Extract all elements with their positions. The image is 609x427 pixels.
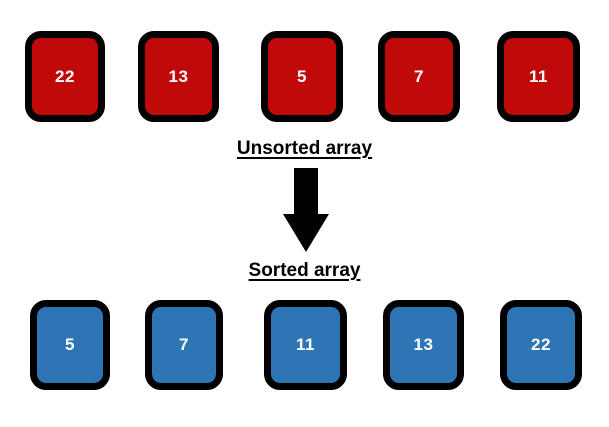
array-box-value: 5: [297, 66, 307, 86]
array-box-sorted-2[interactable]: 11: [264, 300, 347, 390]
sorted-array-label: Sorted array: [248, 260, 361, 281]
array-box-value: 7: [414, 66, 424, 86]
array-box-value: 22: [531, 335, 551, 354]
down-arrow-icon: [283, 168, 329, 252]
array-box-sorted-4[interactable]: 22: [500, 300, 582, 390]
array-box-unsorted-2[interactable]: 5: [261, 31, 343, 122]
array-box-sorted-3[interactable]: 13: [383, 300, 464, 390]
array-box-value: 7: [179, 335, 189, 354]
array-box-unsorted-1[interactable]: 13: [138, 31, 219, 122]
array-box-sorted-1[interactable]: 7: [145, 300, 223, 390]
array-box-value: 5: [65, 335, 75, 354]
array-box-unsorted-4[interactable]: 11: [497, 31, 580, 122]
array-box-value: 22: [55, 66, 75, 86]
array-box-value: 11: [296, 335, 315, 354]
array-box-unsorted-3[interactable]: 7: [378, 31, 460, 122]
array-box-unsorted-0[interactable]: 22: [25, 31, 105, 122]
array-box-value: 13: [168, 66, 189, 86]
array-box-value: 11: [529, 66, 548, 86]
unsorted-array-label: Unsorted array: [236, 138, 373, 159]
array-box-sorted-0[interactable]: 5: [30, 300, 110, 390]
array-box-value: 13: [413, 335, 434, 354]
